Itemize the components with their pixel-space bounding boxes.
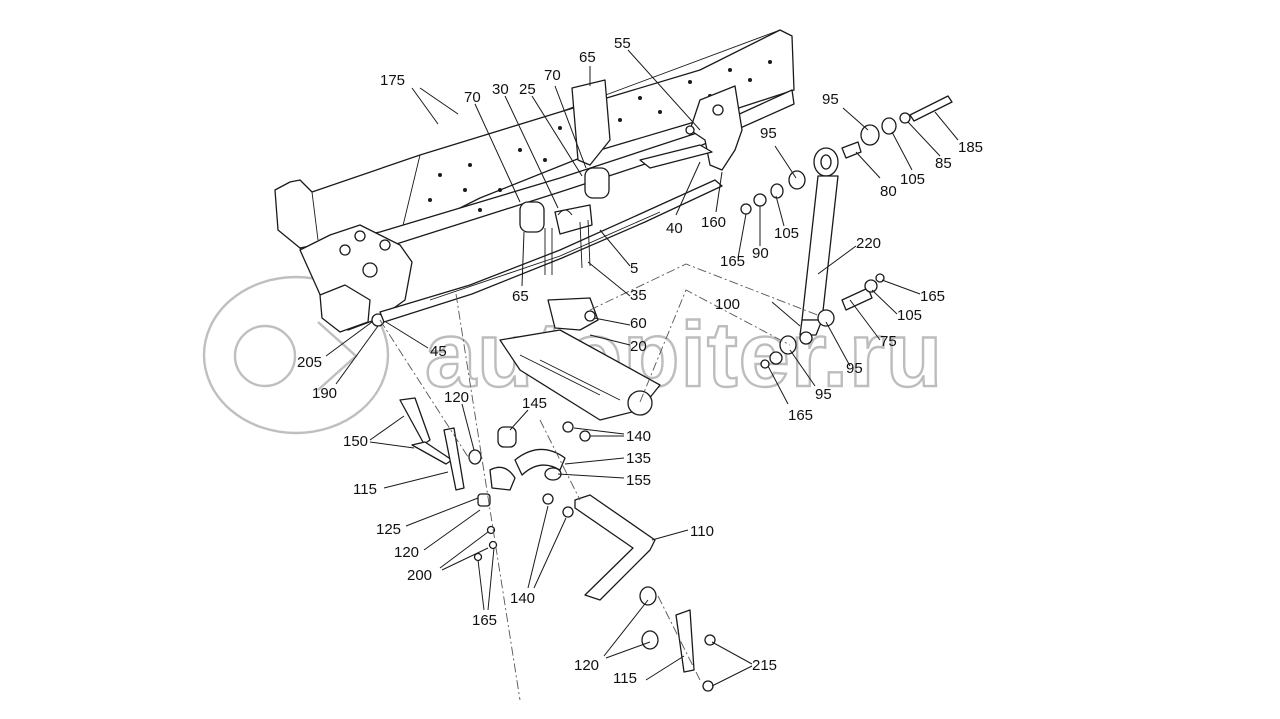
callout-120: 120 bbox=[574, 657, 599, 674]
callout-165: 165 bbox=[472, 612, 497, 629]
callout-70: 70 bbox=[544, 67, 561, 84]
bump-stops bbox=[519, 79, 611, 235]
callout-115: 115 bbox=[613, 670, 637, 687]
callout-120: 120 bbox=[394, 544, 419, 561]
callout-75: 75 bbox=[880, 333, 897, 350]
callout-100: 100 bbox=[715, 296, 740, 313]
watermark-logo-a bbox=[233, 324, 297, 388]
callout-140: 140 bbox=[626, 428, 651, 445]
callout-200: 200 bbox=[407, 567, 432, 584]
callout-215: 215 bbox=[752, 657, 777, 674]
callout-135: 135 bbox=[626, 450, 651, 467]
stabilizer-assembly bbox=[399, 397, 716, 692]
callout-90: 90 bbox=[752, 245, 769, 262]
callout-160: 160 bbox=[701, 214, 726, 231]
callout-55: 55 bbox=[614, 35, 631, 52]
callout-185: 185 bbox=[958, 139, 983, 156]
leaf-spring bbox=[379, 144, 723, 323]
shock-absorber bbox=[740, 95, 953, 369]
callout-125: 125 bbox=[376, 521, 401, 538]
callout-120: 120 bbox=[444, 389, 469, 406]
callout-145: 145 bbox=[522, 395, 547, 412]
watermark-logo-ring bbox=[202, 275, 390, 435]
callout-155: 155 bbox=[626, 472, 651, 489]
callout-165: 165 bbox=[920, 288, 945, 305]
callout-95: 95 bbox=[846, 360, 863, 377]
callout-190: 190 bbox=[312, 385, 337, 402]
alignment-lines bbox=[379, 263, 821, 701]
callout-labels: 175 70 30 25 70 65 55 95 95 185 85 105 8… bbox=[297, 35, 983, 687]
u-bolts bbox=[544, 209, 591, 275]
callout-115: 115 bbox=[353, 481, 377, 498]
callout-80: 80 bbox=[880, 183, 897, 200]
callout-45: 45 bbox=[430, 343, 447, 360]
callout-105: 105 bbox=[900, 171, 925, 188]
axle-seat bbox=[499, 297, 661, 421]
frame-rail bbox=[274, 29, 795, 333]
callout-165: 165 bbox=[788, 407, 813, 424]
callout-95: 95 bbox=[760, 125, 777, 142]
callout-105: 105 bbox=[897, 307, 922, 324]
callout-35: 35 bbox=[630, 287, 647, 304]
callout-140: 140 bbox=[510, 590, 535, 607]
callout-5: 5 bbox=[630, 260, 638, 277]
callout-165: 165 bbox=[720, 253, 745, 270]
callout-175: 175 bbox=[380, 72, 405, 89]
watermark-logo-chevron bbox=[317, 321, 358, 391]
callout-95: 95 bbox=[822, 91, 839, 108]
callout-40: 40 bbox=[666, 220, 683, 237]
callout-65: 65 bbox=[579, 49, 596, 66]
callout-110: 110 bbox=[690, 523, 714, 540]
watermark-text: autopiter.ru bbox=[425, 304, 943, 406]
callout-205: 205 bbox=[297, 354, 322, 371]
callout-25: 25 bbox=[519, 81, 536, 98]
callout-105: 105 bbox=[774, 225, 799, 242]
callout-30: 30 bbox=[492, 81, 509, 98]
callout-95: 95 bbox=[815, 386, 832, 403]
callout-60: 60 bbox=[630, 315, 647, 332]
callout-85: 85 bbox=[935, 155, 952, 172]
leader-lines bbox=[325, 49, 959, 687]
callout-150: 150 bbox=[343, 433, 368, 450]
callout-65: 65 bbox=[512, 288, 529, 305]
callout-20: 20 bbox=[630, 338, 647, 355]
callout-220: 220 bbox=[856, 235, 881, 252]
callout-70: 70 bbox=[464, 89, 481, 106]
